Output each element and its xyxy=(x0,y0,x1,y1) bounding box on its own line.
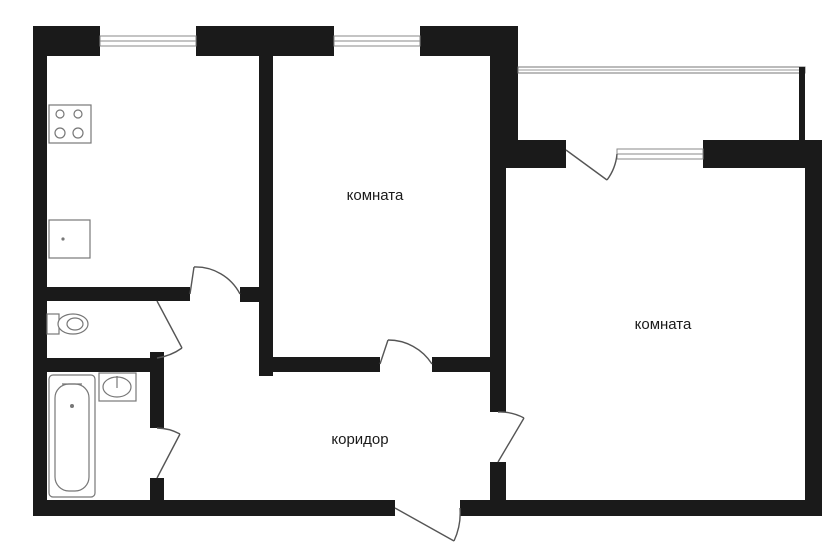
kitchen-sink-icon xyxy=(48,219,91,259)
door-bathroom xyxy=(156,427,181,479)
corridor-label: коридор xyxy=(331,431,388,448)
window-room-2 xyxy=(616,148,704,160)
door-kitchen xyxy=(189,266,241,295)
balcony xyxy=(517,66,806,140)
door-room-1 xyxy=(379,339,433,365)
bathtub-icon xyxy=(48,374,96,498)
exterior-walls xyxy=(33,26,822,516)
door-toilet xyxy=(156,300,183,359)
room-label-1: комната xyxy=(347,187,404,204)
door-entrance xyxy=(394,507,461,542)
door-room-2 xyxy=(497,411,525,463)
door-balcony xyxy=(565,149,618,181)
toilet-icon xyxy=(46,313,89,335)
window-kitchen xyxy=(99,35,197,47)
window-room-1 xyxy=(333,35,421,47)
washbasin-icon xyxy=(98,372,137,402)
interior-walls xyxy=(47,56,506,500)
room-label-2: комната xyxy=(635,316,692,333)
stove-icon xyxy=(48,104,92,144)
